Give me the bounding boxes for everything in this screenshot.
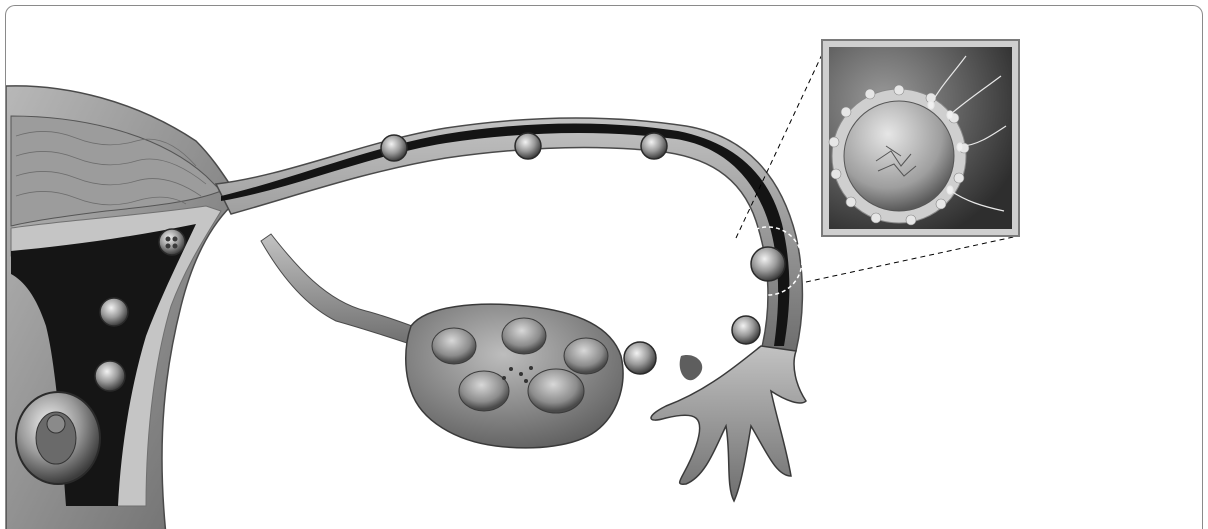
released-egg — [624, 342, 656, 374]
ovarian-ligament — [261, 234, 426, 346]
fimbriae — [651, 346, 806, 501]
egg-near-fimbriae — [732, 316, 760, 344]
figure-frame — [5, 5, 1203, 529]
fertilized-egg — [751, 247, 785, 281]
blastocyst-stage — [95, 361, 125, 391]
fimbria-fold — [680, 355, 703, 380]
embryo-head — [47, 415, 65, 433]
egg-in-tube-2 — [515, 133, 541, 159]
callout-line-bottom — [806, 236, 1018, 282]
reproduction-diagram — [6, 6, 1203, 529]
embryo-cluster-stage — [159, 229, 185, 255]
inset-egg — [844, 101, 954, 211]
egg-in-tube-1 — [381, 135, 407, 161]
egg-in-tube-3 — [641, 133, 667, 159]
fertilization-inset — [822, 40, 1019, 236]
morula-stage — [100, 298, 128, 326]
